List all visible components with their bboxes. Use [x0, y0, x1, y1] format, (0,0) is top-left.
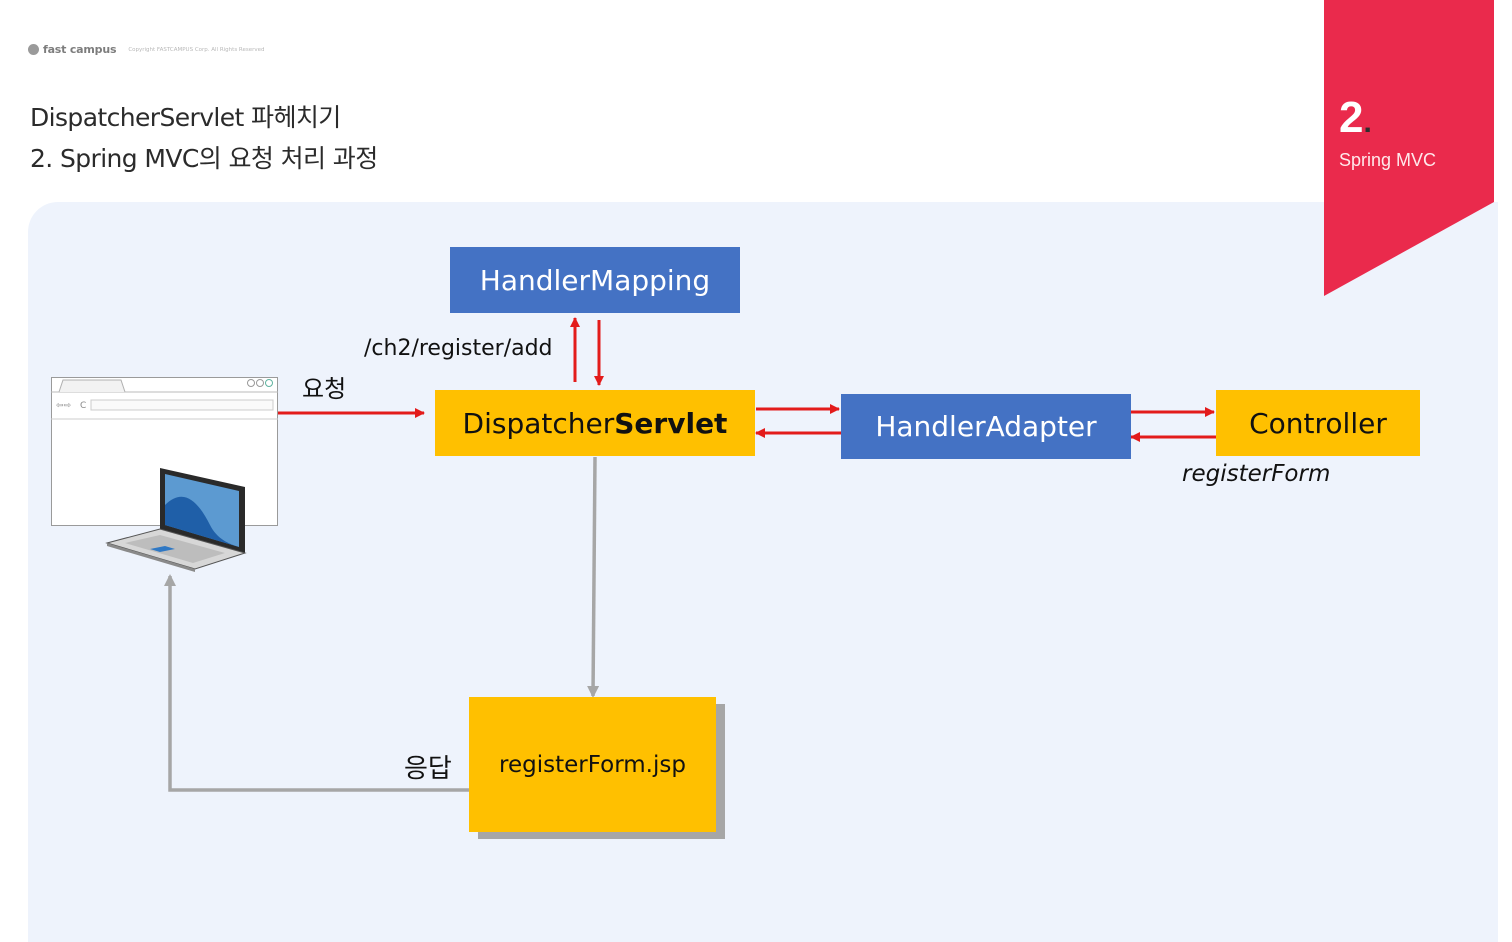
handler-adapter-box: HandlerAdapter: [841, 394, 1131, 459]
ds-to-jsp-arrow: [587, 456, 600, 698]
handler-mapping-label: HandlerMapping: [479, 263, 711, 297]
diagram-panel: [28, 202, 1498, 942]
response-arrow: [164, 574, 469, 792]
section-name: Spring MVC: [1339, 150, 1437, 170]
request-path-label: /ch2/register/add: [364, 336, 553, 361]
brand-name: fast campus: [43, 43, 117, 56]
copyright-text: Copyright FASTCAMPUS Corp. All Rights Re…: [128, 46, 265, 53]
controller-label: Controller: [1249, 406, 1387, 440]
laptop-icon: [105, 468, 247, 572]
section-number-value: 2: [1339, 93, 1364, 142]
response-label: 응답: [404, 754, 452, 784]
fastcampus-logo-icon: [28, 44, 39, 55]
request-label: 요청: [302, 375, 347, 403]
handler-adapter-label: HandlerAdapter: [875, 410, 1097, 443]
controller-method-label: registerForm: [1182, 461, 1331, 487]
section-number: 2.: [1339, 93, 1372, 143]
handler-mapping-box: HandlerMapping: [450, 247, 740, 313]
section-tag-banner: [1324, 0, 1494, 296]
jsp-view-label: registerForm.jsp: [499, 751, 686, 778]
jsp-view-box: registerForm.jsp: [469, 697, 716, 832]
svg-text:C: C: [80, 401, 86, 411]
section-number-dot: .: [1363, 106, 1372, 139]
slide-subtitle: 2. Spring MVC의 요청 처리 과정: [30, 144, 378, 173]
dispatcher-servlet-label-prefix: Dispatcher: [462, 406, 615, 440]
dispatcher-servlet-label-bold: Servlet: [614, 406, 728, 440]
brand-logo: fast campus Copyright FASTCAMPUS Corp. A…: [28, 43, 265, 56]
flow-arrows: [164, 317, 1216, 792]
svg-text:⇦⇨: ⇦⇨: [56, 401, 72, 411]
slide-title: DispatcherServlet 파헤치기: [30, 103, 341, 132]
controller-box: Controller: [1216, 390, 1420, 456]
